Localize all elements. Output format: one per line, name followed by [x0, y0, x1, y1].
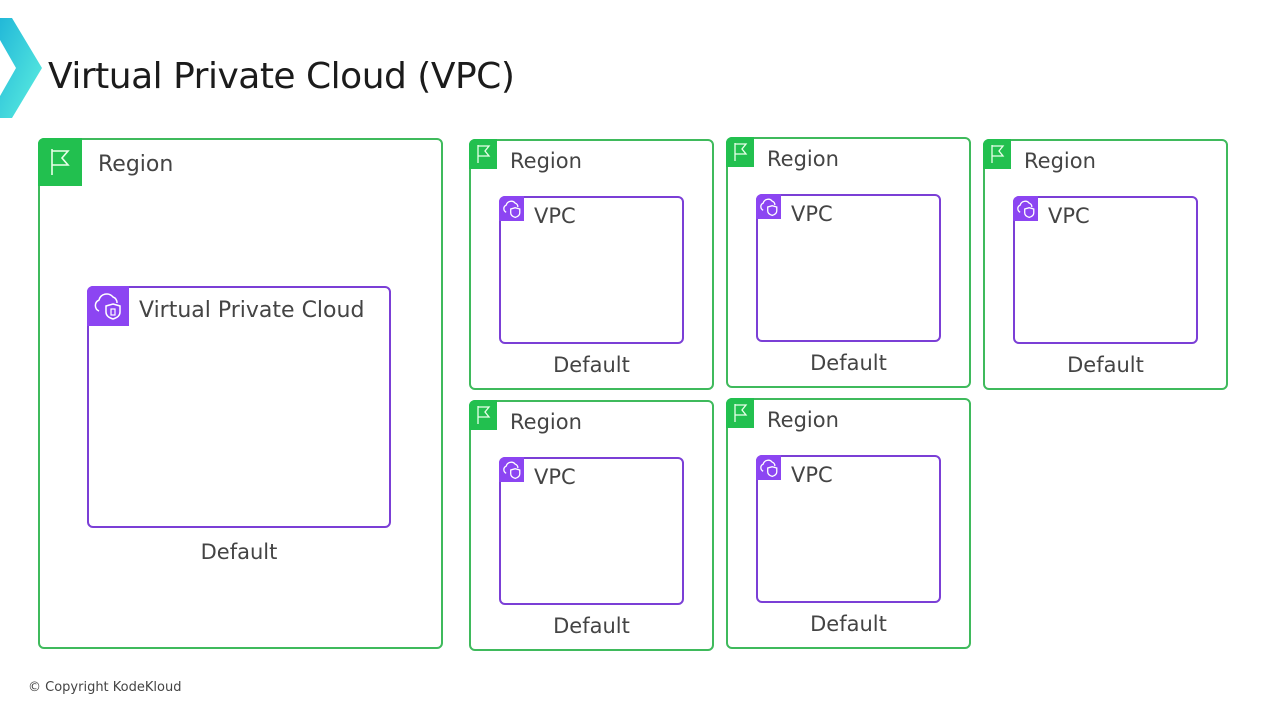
vpc-box: VPC — [1013, 196, 1198, 344]
cloud-shield-icon — [499, 457, 524, 482]
vpc-label: VPC — [534, 465, 576, 489]
vpc-box: Virtual Private Cloud — [87, 286, 391, 528]
region-label: Region — [1024, 149, 1096, 173]
flag-icon — [726, 398, 754, 428]
vpc-box: VPC — [499, 457, 684, 605]
page-title: Virtual Private Cloud (VPC) — [48, 56, 515, 97]
kodekloud-logo-icon — [0, 18, 42, 118]
flag-icon — [469, 139, 497, 169]
region-box: Region VPC Default — [726, 137, 971, 388]
vpc-label: VPC — [1048, 204, 1090, 228]
region-box: Region VPC Default — [983, 139, 1228, 390]
region-box: Region VPC Default — [726, 398, 971, 649]
region-large: Region Virtual Private Cloud Default — [38, 138, 443, 649]
vpc-box: VPC — [756, 455, 941, 603]
cloud-shield-icon — [87, 286, 129, 326]
flag-icon — [469, 400, 497, 430]
region-label: Region — [510, 149, 582, 173]
region-label: Region — [767, 408, 839, 432]
vpc-label: VPC — [791, 202, 833, 226]
vpc-label: VPC — [791, 463, 833, 487]
default-label: Default — [810, 351, 887, 375]
vpc-box: VPC — [499, 196, 684, 344]
cloud-shield-icon — [499, 196, 524, 221]
default-label: Default — [200, 540, 278, 564]
default-label: Default — [553, 353, 630, 377]
flag-icon — [38, 138, 82, 186]
default-label: Default — [1067, 353, 1144, 377]
vpc-label: VPC — [534, 204, 576, 228]
cloud-shield-icon — [1013, 196, 1038, 221]
flag-icon — [983, 139, 1011, 169]
flag-icon — [726, 137, 754, 167]
cloud-shield-icon — [756, 194, 781, 219]
region-label: Region — [767, 147, 839, 171]
region-label: Region — [98, 152, 174, 177]
default-label: Default — [553, 614, 630, 638]
vpc-label: Virtual Private Cloud — [139, 298, 365, 323]
copyright-footer: © Copyright KodeKloud — [28, 680, 182, 695]
region-label: Region — [510, 410, 582, 434]
region-box: Region VPC Default — [469, 400, 714, 651]
region-box: Region VPC Default — [469, 139, 714, 390]
cloud-shield-icon — [756, 455, 781, 480]
default-label: Default — [810, 612, 887, 636]
vpc-box: VPC — [756, 194, 941, 342]
